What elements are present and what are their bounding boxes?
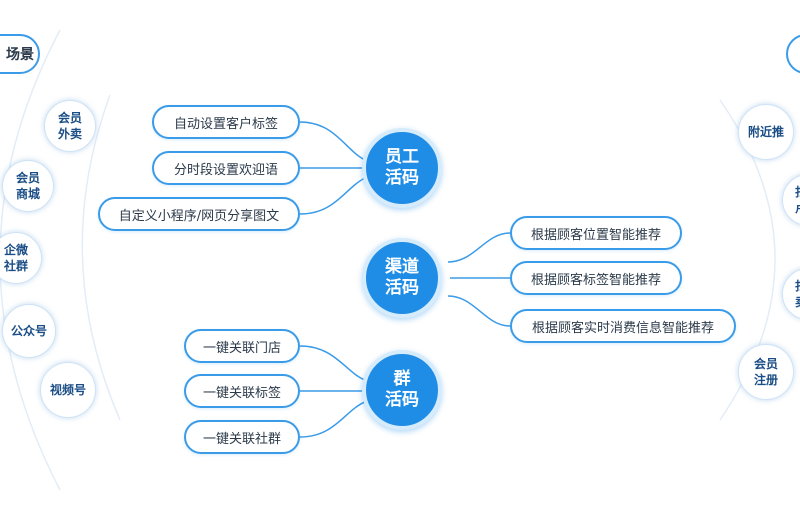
pill-text: 根据顾客标签智能推荐 xyxy=(530,272,661,288)
left-inner-arc xyxy=(81,94,121,421)
group-item-tag: 一键关联标签 xyxy=(184,374,300,408)
bubble-text: 扫 xyxy=(795,184,800,200)
channel-item-realtime: 根据顾客实时消费信息智能推荐 xyxy=(510,309,736,343)
pill-text: 一键关联社群 xyxy=(202,431,281,447)
hub-text: 群 xyxy=(393,369,411,389)
bubble-text: 卢 xyxy=(795,200,800,216)
bubble-text: 附近推 xyxy=(747,125,784,139)
connector-staff-3 xyxy=(299,177,366,215)
scene-label-text: 场景 xyxy=(6,47,34,63)
bubble-text: 社群 xyxy=(3,259,28,273)
pill-text: 一键关联门店 xyxy=(202,340,281,356)
channel-item-tag: 根据顾客标签智能推荐 xyxy=(510,261,682,295)
bubble-text: 外卖 xyxy=(57,127,82,141)
hub-channel-code: 渠道 活码 xyxy=(362,238,442,318)
bubble-member-takeout: 会员 外卖 xyxy=(44,100,96,152)
hub-text: 活码 xyxy=(385,278,419,298)
channel-item-location: 根据顾客位置智能推荐 xyxy=(510,216,682,250)
bubble-text: 视频号 xyxy=(49,383,86,397)
group-item-community: 一键关联社群 xyxy=(184,420,300,454)
bubble-text: 企微 xyxy=(3,243,28,257)
bubble-text: 商城 xyxy=(15,187,40,201)
bubble-text: 会员 xyxy=(753,357,778,371)
bubble-official-account: 公众号 xyxy=(2,304,56,358)
staff-item-auto-tag: 自动设置客户标签 xyxy=(152,105,300,139)
hub-text: 渠道 xyxy=(385,257,419,277)
connector-staff-1 xyxy=(299,121,366,161)
bubble-text: 扫 xyxy=(795,278,800,294)
staff-item-welcome: 分时段设置欢迎语 xyxy=(152,151,300,185)
bubble-text: 注册 xyxy=(753,373,778,387)
hub-text: 活码 xyxy=(385,390,419,410)
hub-text: 员工 xyxy=(385,147,419,167)
bubble-member-register: 会员 注册 xyxy=(738,344,794,400)
pill-text: 分时段设置欢迎语 xyxy=(173,162,278,178)
hub-text: 活码 xyxy=(385,168,419,188)
connector-group-3 xyxy=(299,401,366,438)
pill-text: 自动设置客户标签 xyxy=(173,116,278,132)
bubble-text: 会员 xyxy=(57,111,82,125)
bubble-text: 卖 xyxy=(795,294,800,310)
connector-channel-1 xyxy=(447,232,511,263)
pill-text: 根据顾客位置智能推荐 xyxy=(530,227,661,243)
bubble-text: 会员 xyxy=(15,171,40,185)
bubble-nearby-push: 附近推 xyxy=(738,104,794,160)
pill-text: 自定义小程序/网页分享图文 xyxy=(118,208,280,224)
pill-text: 一键关联标签 xyxy=(202,385,281,401)
bubble-wecom-community: 企微 社群 xyxy=(0,232,42,284)
scene-label: 场景 xyxy=(0,34,40,74)
staff-item-share: 自定义小程序/网页分享图文 xyxy=(98,197,300,231)
group-item-store: 一键关联门店 xyxy=(184,329,300,363)
connector-channel-3 xyxy=(447,295,511,327)
connector-group-1 xyxy=(299,345,366,381)
bubble-member-mall: 会员 商城 xyxy=(2,160,54,212)
bubble-text: 公众号 xyxy=(10,324,47,338)
hub-staff-code: 员工 活码 xyxy=(362,128,442,208)
pill-text: 根据顾客实时消费信息智能推荐 xyxy=(531,320,714,336)
bubble-video-channel: 视频号 xyxy=(40,362,96,418)
hub-group-code: 群 活码 xyxy=(362,350,442,430)
